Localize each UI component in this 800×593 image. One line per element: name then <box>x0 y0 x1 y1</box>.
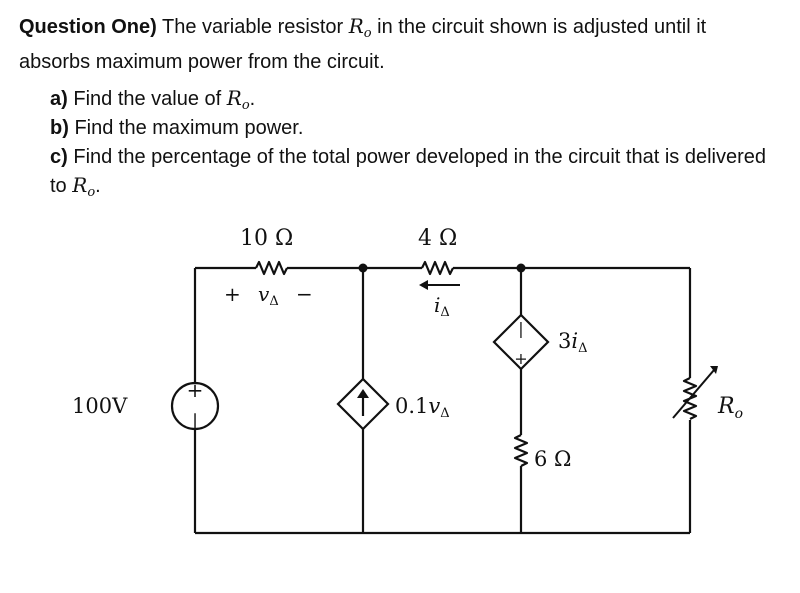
r4-label: 4 Ω <box>418 226 457 251</box>
resistor-6 <box>513 434 529 467</box>
question-text-2: in the circuit shown is adjusted until i… <box>19 16 707 73</box>
resistor-10 <box>255 260 288 276</box>
vdelta-label: vΔ <box>258 282 279 309</box>
idelta-label: iΔ <box>434 293 450 320</box>
part-a: a) Find the value of Ro. <box>50 86 256 113</box>
dep-current-label: 0.1vΔ <box>395 394 450 421</box>
source-label: 100V <box>72 394 128 418</box>
question-heading: Question One) The variable resistor Ro i… <box>19 12 779 76</box>
vdelta-minus: − <box>296 282 313 306</box>
dep-voltage-label: 3iΔ <box>558 329 587 356</box>
ro-symbol: Ro <box>72 173 96 200</box>
question-number: Question One) <box>19 16 157 38</box>
vdelta-plus: + <box>224 282 241 306</box>
part-b: b) Find the maximum power. <box>50 114 790 142</box>
dv-plus: + <box>514 349 527 368</box>
node-top-mid <box>358 263 368 273</box>
node-top-right <box>516 263 526 273</box>
r6-label: 6 Ω <box>534 447 571 471</box>
voltage-source <box>170 381 220 431</box>
r10-label: 10 Ω <box>240 226 293 251</box>
part-a-label: a) <box>50 88 68 110</box>
source-plus: + <box>187 378 204 402</box>
ro-label: Ro <box>717 394 743 422</box>
dv-minus: | <box>518 319 523 338</box>
part-c-text: Find the percentage of the total power d… <box>50 146 766 197</box>
part-b-label: b) <box>50 117 69 139</box>
ro-symbol: Ro <box>226 86 250 113</box>
dependent-voltage-source <box>492 313 550 371</box>
variable-arrow-icon <box>672 369 715 419</box>
source-minus: | <box>192 411 198 432</box>
part-c-label: c) <box>50 146 68 168</box>
ro-symbol: Ro <box>348 14 372 41</box>
part-b-text: Find the maximum power. <box>68 117 304 139</box>
part-c: c) Find the percentage of the total powe… <box>50 146 766 200</box>
resistor-4 <box>421 260 454 276</box>
part-a-text: Find the value of <box>67 88 227 110</box>
question-text-1: The variable resistor <box>156 16 349 38</box>
